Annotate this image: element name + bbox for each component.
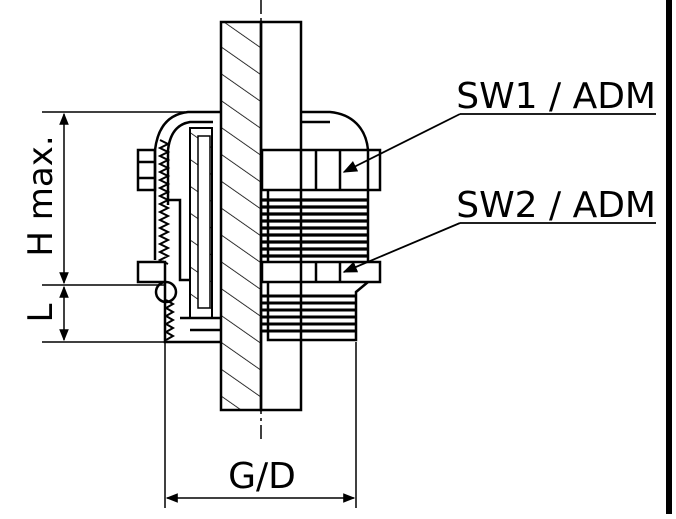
thread-left-upper — [157, 139, 171, 265]
label-sw2: SW2 / ADM — [456, 185, 656, 226]
label-g-d: G/D — [228, 456, 296, 497]
leader-sw1 — [342, 113, 656, 173]
fitting-section-left — [136, 110, 221, 344]
label-sw1: SW1 / ADM — [456, 76, 656, 117]
thread-right-lower — [262, 294, 356, 333]
dimension-l — [42, 285, 165, 343]
label-h-max: H max. — [21, 135, 61, 256]
fitting-view-right — [260, 110, 382, 342]
leader-sw2 — [342, 222, 656, 273]
dimension-h-max — [42, 111, 185, 286]
label-l: L — [21, 303, 61, 322]
thread-left-lower — [163, 299, 176, 341]
wall-section — [219, 20, 303, 412]
dimension-g-d — [164, 342, 357, 508]
frame-border — [666, 0, 672, 514]
thread-right-upper — [262, 198, 368, 258]
